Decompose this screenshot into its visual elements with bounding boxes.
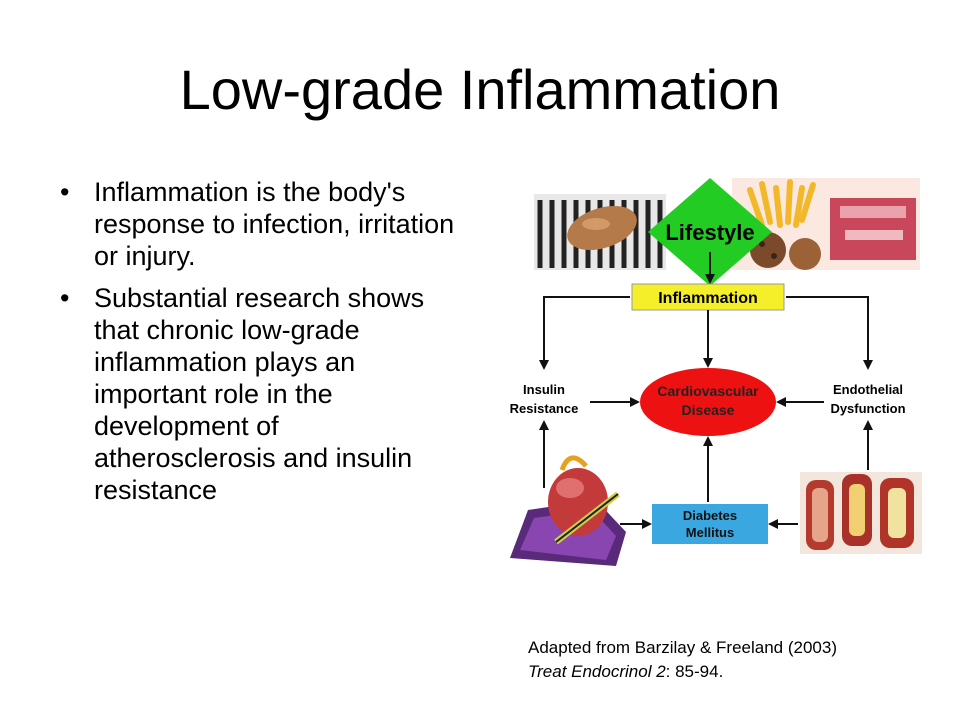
cardiovascular-label-line1: Cardiovascular	[657, 383, 759, 399]
artery-image	[800, 472, 922, 554]
citation: Adapted from Barzilay & Freeland (2003) …	[528, 636, 837, 684]
citation-reference: Treat Endocrinol 2: 85-94.	[528, 660, 837, 684]
endothelial-dysfunction-label-line1: Endothelial	[833, 382, 903, 397]
slide-title: Low-grade Inflammation	[179, 58, 781, 121]
cardiovascular-disease-ellipse	[640, 368, 776, 436]
bullet-text: Substantial research shows that chronic …	[94, 283, 425, 505]
heart-image	[510, 455, 626, 566]
endothelial-dysfunction-label-line2: Dysfunction	[830, 401, 905, 416]
bullet-marker: •	[60, 177, 70, 207]
bullet-item: • Substantial research shows that chronic…	[58, 282, 458, 506]
bullet-marker: •	[60, 283, 70, 313]
bullet-text: Inflammation is the body's response to i…	[94, 177, 455, 271]
citation-source: Adapted from Barzilay & Freeland (2003)	[528, 638, 837, 657]
bullet-item: • Inflammation is the body's response to …	[58, 176, 458, 272]
junk-food-image	[732, 178, 920, 270]
inflammation-label: Inflammation	[658, 290, 758, 307]
insulin-resistance-label-line1: Insulin	[523, 382, 565, 397]
couch-potato-image	[534, 194, 666, 270]
diabetes-label-line1: Diabetes	[683, 508, 737, 523]
lifestyle-diamond	[648, 178, 772, 286]
arrow-inflammation-to-insulin	[539, 296, 630, 370]
insulin-resistance-label-line2: Resistance	[510, 401, 579, 416]
diabetes-label-line2: Mellitus	[686, 525, 734, 540]
cardiovascular-label-line2: Disease	[682, 402, 735, 418]
lifestyle-inflammation-diagram: Lifestyle Inflammation Cardiovascular Di…	[510, 178, 922, 566]
lifestyle-label: Lifestyle	[665, 220, 754, 245]
bullet-list: • Inflammation is the body's response to …	[58, 176, 458, 516]
citation-journal: Treat Endocrinol 2	[528, 662, 666, 681]
inflammation-box	[631, 283, 785, 311]
citation-pages: : 85-94.	[665, 662, 724, 681]
arrow-inflammation-to-endothelial	[786, 296, 873, 370]
diabetes-mellitus-box	[652, 504, 768, 544]
diagram-arrows	[539, 252, 873, 529]
